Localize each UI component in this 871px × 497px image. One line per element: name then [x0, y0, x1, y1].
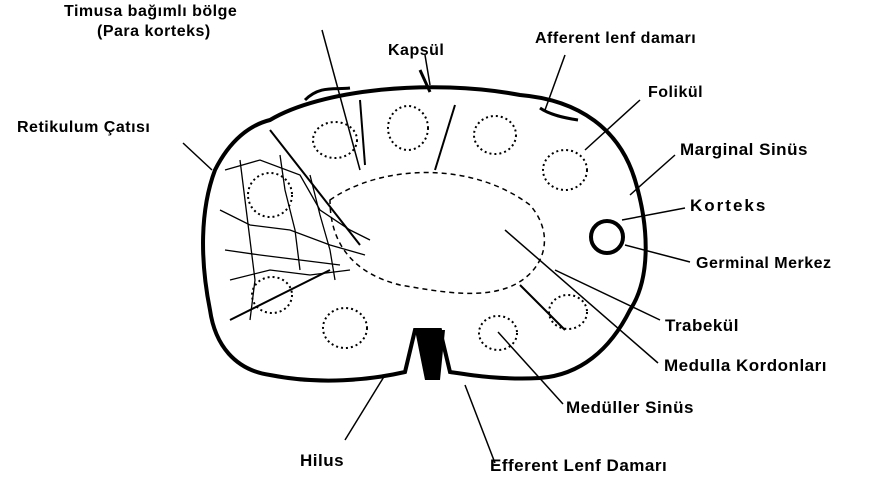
label-germinal: Germinal Merkez [696, 256, 832, 272]
label-afferent: Afferent lenf damarı [535, 31, 696, 47]
label-para-korteks: (Para korteks) [97, 24, 211, 40]
reticulum-network [220, 155, 370, 320]
label-kapsul: Kapsül [388, 43, 444, 59]
label-retikulum: Retikulum Çatısı [17, 120, 150, 136]
label-korteks: Korteks [690, 197, 767, 214]
label-medulla: Medulla Kordonları [664, 357, 827, 374]
trabeculae [230, 100, 565, 330]
label-meduller: Medüller Sinüs [566, 399, 694, 416]
label-trabekul: Trabekül [665, 317, 739, 334]
label-hilus: Hilus [300, 452, 344, 469]
label-timusa: Timusa bağımlı bölge [64, 4, 237, 20]
hilus-vessel [415, 330, 445, 380]
label-efferent: Efferent Lenf Damarı [490, 457, 667, 474]
follicles [248, 106, 623, 350]
label-folikul: Folikül [648, 85, 703, 101]
medulla-boundary [330, 173, 544, 294]
label-marginal: Marginal Sinüs [680, 141, 808, 158]
